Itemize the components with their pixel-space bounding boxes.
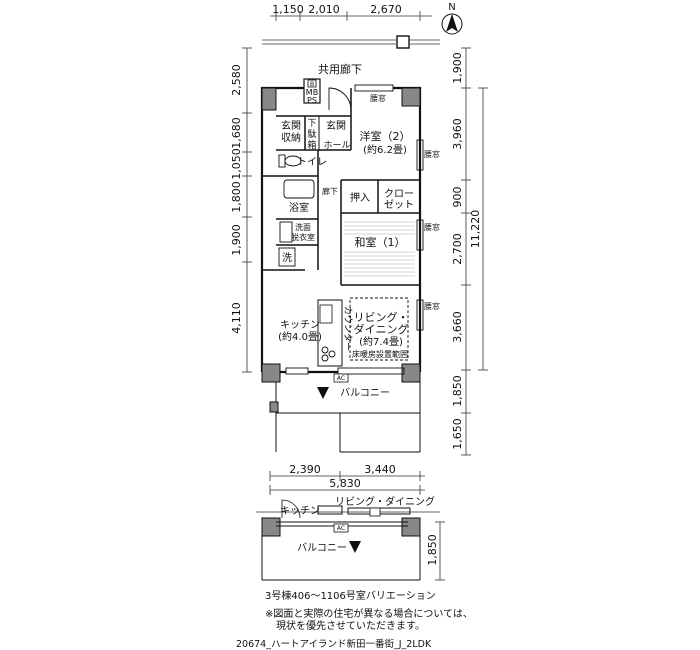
mb-label: MB [306, 88, 318, 97]
column-marker [396, 35, 410, 49]
bottom-dim-total: 5,830 [329, 477, 361, 490]
shoe-label-2: 駄 [307, 128, 316, 140]
top-dimension-line [270, 11, 432, 21]
balcony-outline [275, 382, 421, 453]
left-dim-3: 1,050 [230, 148, 243, 180]
wash-label-2: 脱衣室 [291, 232, 315, 242]
kitchen-sink [319, 304, 333, 324]
stove-burners-icon [321, 346, 336, 362]
window-label-east-3: 腰窓 [424, 301, 440, 311]
bath-label: 浴室 [289, 201, 309, 214]
variation-balcony-label: バルコニー [297, 542, 347, 554]
ac-unit [333, 373, 349, 383]
window-label-east-2: 腰窓 [424, 222, 440, 232]
top-window [354, 84, 394, 92]
corridor-line [262, 39, 440, 45]
living-label-2: ダイニング [354, 322, 409, 336]
wash-label-1: 洗面 [295, 222, 311, 232]
toilet-fixture [278, 154, 302, 168]
bathtub [283, 179, 315, 199]
bottom-dim-1: 2,390 [289, 463, 321, 476]
hall-label: ホール [323, 140, 350, 151]
yoshitsu-label: 洋室（2） [360, 129, 411, 143]
variation-title: 3号棟406～1106号室バリエーション [265, 591, 436, 602]
right-dim-4: 2,700 [451, 233, 464, 265]
washer-space [278, 247, 296, 267]
left-dim-4: 1,800 [230, 181, 243, 213]
toilet-label: トイレ [297, 157, 327, 168]
washitsu-label: 和室（1） [355, 235, 406, 249]
variation-plan: キッチン リビング・ダイニング AC バルコニー 1,850 [256, 495, 445, 581]
right-dim-total: 11,220 [469, 210, 482, 249]
oshiire-label: 押入 [350, 191, 370, 204]
kitchen-label: キッチン [280, 319, 320, 331]
right-dim-3: 900 [451, 187, 464, 208]
bottom-dim-2: 3,440 [364, 463, 396, 476]
structural-columns [261, 87, 421, 383]
mb-b-box [307, 79, 317, 88]
balcony-label: バルコニー [340, 387, 390, 399]
balcony-column [269, 401, 279, 413]
window-label-east-1: 腰窓 [424, 149, 440, 159]
corridor-label: 共用廊下 [318, 62, 362, 76]
floor-heat-label: 床暖房設置範囲 [352, 349, 408, 359]
variation-kitchen-label: キッチン [280, 505, 320, 517]
north-compass-icon [441, 13, 463, 35]
living-label-1: リビング・ [354, 310, 409, 324]
variation-arrow-icon [349, 541, 361, 553]
variation-dim: 1,850 [426, 534, 439, 566]
ac-label: AC [337, 375, 345, 382]
top-dim-3: 2,670 [370, 3, 402, 16]
washer-label: 洗 [282, 252, 292, 264]
living-size: (約7.4畳) [359, 335, 403, 348]
ps-label: PS [307, 96, 317, 105]
genkan-storage-label-1: 玄関 [281, 119, 301, 132]
disclaimer-line-2: 現状を優先させていただきます。 [276, 621, 425, 632]
plan-code: 20674_ハートアイランド新田一番街_J_2LDK [236, 639, 432, 650]
genkan-label: 玄関 [326, 119, 346, 132]
mb-b-label: B [310, 81, 314, 88]
right-dim-7: 1,650 [451, 418, 464, 450]
balcony-arrow-icon [317, 387, 329, 399]
closet-label-1: クロー [384, 188, 414, 200]
north-label: N [448, 2, 455, 13]
right-dim-6: 1,850 [451, 375, 464, 407]
left-dim-1: 2,580 [230, 64, 243, 96]
mb-ps-shaft [303, 78, 321, 104]
closet-label-2: ゼット [384, 199, 414, 211]
window-label-top: 腰窓 [370, 93, 386, 103]
shoe-cabinet [304, 115, 320, 151]
east-window-3 [416, 299, 424, 331]
left-dim-6: 4,110 [230, 302, 243, 334]
variation-living-label: リビング・ダイニング [335, 495, 435, 508]
genkan-storage-label-2: 収納 [281, 131, 301, 144]
top-dim-1: 1,150 [272, 3, 304, 16]
kitchen-size: (約4.0畳) [278, 330, 322, 343]
shoe-label-1: 下 [307, 119, 316, 129]
top-dim-2: 2,010 [308, 3, 340, 16]
left-dim-5: 1,900 [230, 224, 243, 256]
hallway-label: 廊下 [322, 186, 338, 196]
right-dimension-line [461, 47, 488, 456]
left-dimension-line [242, 47, 252, 373]
entrance-door [328, 87, 352, 111]
counter-label: カウンター [342, 306, 353, 351]
right-dim-2: 3,960 [451, 118, 464, 150]
disclaimer-line-1: ※図面と実際の住宅が異なる場合については、 [265, 609, 473, 620]
right-dim-1: 1,900 [451, 52, 464, 84]
yoshitsu-size: (約6.2畳) [363, 143, 407, 156]
tatami-grid [344, 221, 415, 277]
interior-walls [262, 88, 420, 286]
left-dim-2: 1,680 [230, 117, 243, 149]
shoe-label-3: 箱 [307, 139, 316, 151]
east-window-2 [416, 219, 424, 251]
right-dim-5: 3,660 [451, 311, 464, 343]
kitchen-counter [317, 299, 343, 367]
balcony-sash [285, 367, 405, 375]
bottom-dimension-line [269, 471, 425, 495]
wash-basin [279, 221, 293, 243]
east-window-1 [416, 139, 424, 171]
variation-ac-label: AC [337, 525, 345, 532]
